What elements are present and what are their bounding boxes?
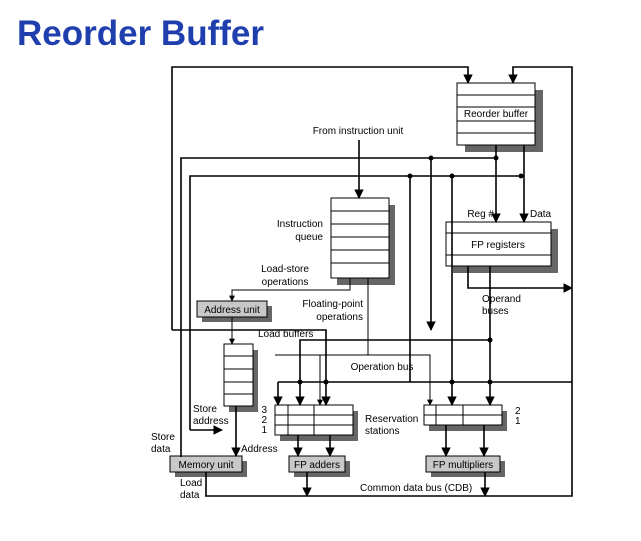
reservation-label: Reservation — [365, 414, 418, 425]
address-unit-block: Address unit — [196, 300, 272, 322]
data-label: Data — [530, 209, 552, 220]
reservation-stations-adders — [274, 404, 358, 441]
rs-label-3: 3 — [261, 405, 267, 416]
address-unit-label: Address unit — [204, 305, 260, 316]
rs-label-1: 1 — [261, 425, 267, 436]
fp-multipliers-block: FP multipliers — [425, 455, 505, 477]
fp-operations-label: operations — [316, 312, 363, 323]
store-data-store-label: Store — [151, 432, 175, 443]
memory-unit-label: Memory unit — [178, 460, 233, 471]
instruction-queue-block — [330, 197, 395, 285]
page-title: Reorder Buffer — [17, 14, 264, 53]
buses-label: buses — [482, 306, 509, 317]
instruction-label: Instruction — [277, 219, 323, 230]
rs-mult-label-1: 1 — [515, 416, 521, 427]
operand-label: Operand — [482, 294, 521, 305]
memory-unit-block: Memory unit — [169, 455, 247, 477]
load-label: Load — [180, 478, 202, 489]
junction-dots — [297, 155, 524, 385]
reservation-stations-multipliers — [423, 404, 507, 431]
fp-adders-label: FP adders — [294, 460, 340, 471]
reorder-buffer-block: Reorder buffer — [456, 82, 543, 152]
rs-mult-label-2: 2 — [515, 406, 521, 417]
store-address-address-label: address — [193, 416, 229, 427]
store-address-store-label: Store — [193, 404, 217, 415]
wires — [171, 66, 573, 497]
reg-num-label: Reg # — [467, 209, 494, 220]
load-buffers-block — [223, 343, 258, 412]
reorder-buffer-label: Reorder buffer — [464, 109, 529, 120]
store-data-data-label: data — [151, 444, 171, 455]
stations-label: stations — [365, 426, 399, 437]
queue-label: queue — [295, 232, 323, 243]
cdb-label: Common data bus (CDB) — [360, 483, 472, 494]
from-instruction-unit-label: From instruction unit — [313, 126, 404, 137]
fp-registers-label: FP registers — [471, 240, 525, 251]
load-buffers-label: Load buffers — [258, 329, 313, 340]
rs-label-2: 2 — [261, 415, 267, 426]
load-store-label: Load-store — [261, 264, 309, 275]
address-label: Address — [241, 444, 278, 455]
load-data-label: data — [180, 490, 200, 501]
fp-adders-block: FP adders — [288, 455, 350, 477]
fp-multipliers-label: FP multipliers — [433, 460, 493, 471]
load-store-operations-label: operations — [262, 277, 309, 288]
operation-bus-label: Operation bus — [351, 362, 414, 373]
floating-point-label: Floating-point — [302, 299, 363, 310]
fp-registers-block: FP registers — [445, 221, 558, 273]
